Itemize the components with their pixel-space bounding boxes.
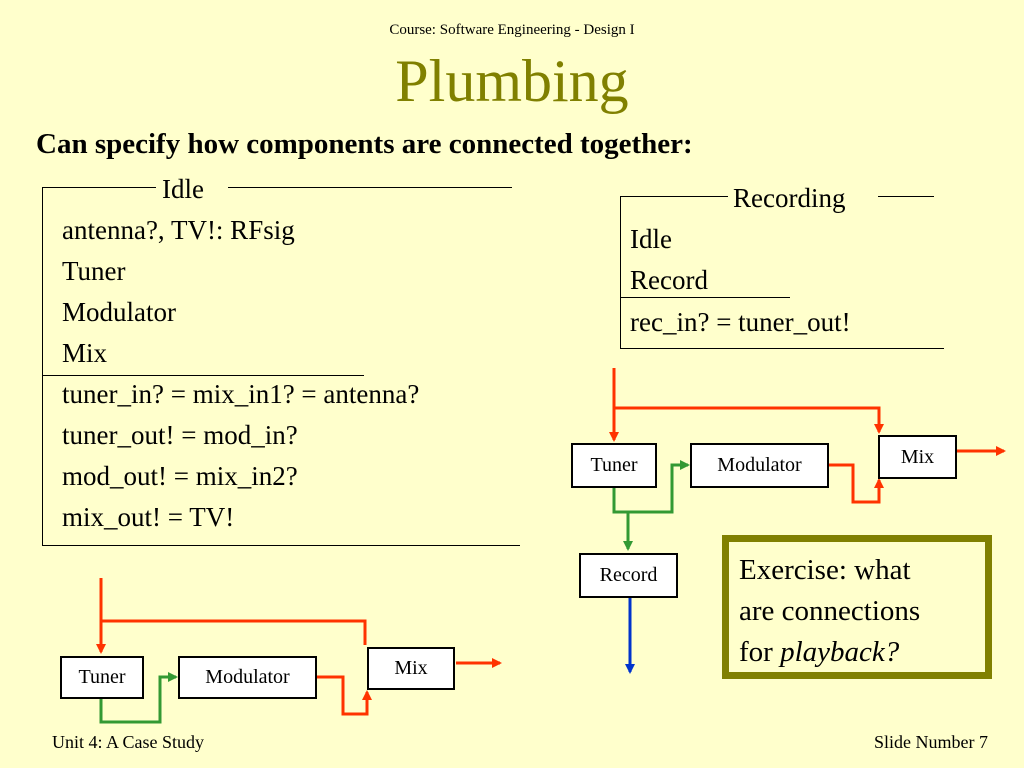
rec-record-box: Record [579, 553, 678, 598]
idle-decl-4: Mix [62, 338, 108, 368]
rec-tuner-box: Tuner [571, 443, 657, 488]
exercise-box: Exercise: what are connections for playb… [722, 535, 992, 679]
rec-tuner-to-modulator [612, 460, 690, 514]
recording-decl-2: Record [630, 265, 708, 295]
exercise-line-3: for playback? [739, 632, 985, 673]
idle-decl-1: antenna?, TV!: RFsig [62, 215, 295, 245]
recording-pred-1: rec_in? = tuner_out! [630, 307, 851, 337]
exercise-emphasis: playback? [780, 636, 900, 668]
idle-schema-name: Idle [162, 174, 204, 204]
exercise-line-2: are connections [739, 595, 921, 627]
course-header: Course: Software Engineering - Design I [389, 22, 635, 38]
recording-decl-1: Idle [630, 224, 672, 254]
idle-divider [42, 375, 364, 376]
idle-tuner-to-modulator [99, 672, 178, 724]
exercise-line-1: Exercise: what [739, 554, 911, 586]
idle-decl-3: Modulator [62, 297, 176, 327]
rec-mix-box: Mix [878, 435, 957, 479]
slide-title: Plumbing [395, 48, 629, 114]
intro-text: Can specify how components are connected… [36, 128, 693, 160]
rec-tuner-to-record [614, 510, 633, 551]
idle-diagram-wires [96, 578, 502, 724]
rec-modulator-box: Modulator [690, 443, 829, 488]
idle-tuner-box: Tuner [60, 656, 144, 699]
idle-antenna-wire [99, 578, 367, 645]
recording-schema-name: Recording [733, 183, 846, 213]
idle-decl-2: Tuner [62, 256, 126, 286]
rec-antenna-wire [612, 368, 884, 434]
idle-pred-3: mod_out! = mix_in2? [62, 461, 298, 491]
recording-divider [620, 297, 790, 298]
recording-diagram-wires [609, 368, 1006, 674]
exercise-line-3-prefix: for [739, 636, 781, 668]
idle-modulator-to-mix [317, 675, 372, 716]
rec-modulator-to-mix [829, 463, 884, 504]
idle-pred-4: mix_out! = TV! [62, 502, 235, 532]
idle-mix-box: Mix [367, 647, 455, 690]
footer-slide-number: Slide Number 7 [874, 732, 988, 752]
idle-pred-1: tuner_in? = mix_in1? = antenna? [62, 379, 420, 409]
idle-pred-2: tuner_out! = mod_in? [62, 420, 298, 450]
footer-unit: Unit 4: A Case Study [52, 732, 205, 752]
idle-modulator-box: Modulator [178, 656, 317, 699]
